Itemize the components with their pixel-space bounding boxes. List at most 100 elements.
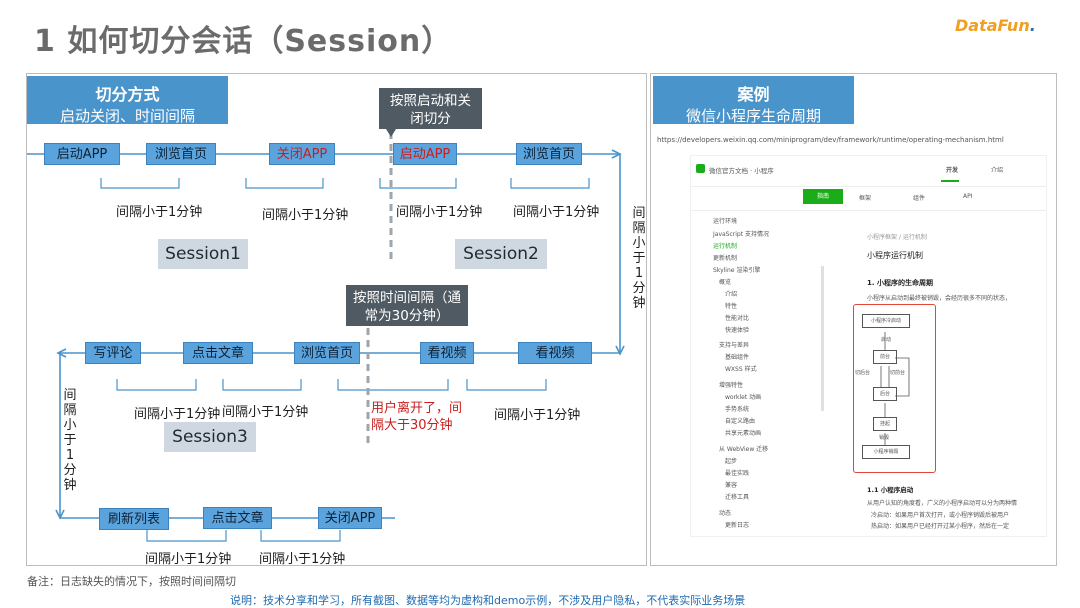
doc-section-heading: 1.1 小程序启动 [867, 486, 914, 494]
sidebar-scrollbar[interactable] [821, 266, 824, 411]
lifecycle-flow-lines [880, 332, 910, 445]
sidebar-item[interactable]: 基础组件 [725, 354, 750, 361]
lifecycle-figure [853, 304, 936, 473]
interval-label: 间隔小于1分钟 [494, 408, 581, 423]
site-name: 微信官方文档 · 小程序 [709, 167, 774, 175]
interval-label-vertical-left: 间隔小于1分钟 [63, 388, 77, 493]
flow-label-to-background: 切后台 [855, 370, 871, 376]
flow-node-launch-app: 启动APP [44, 143, 120, 165]
sidebar-item[interactable]: 从 WebView 迁移 [719, 446, 769, 453]
interval-label: 间隔小于1分钟 [116, 205, 203, 220]
session-2-label: Session2 [455, 239, 547, 269]
tab-framework[interactable]: 框架 [859, 195, 872, 202]
sidebar-item[interactable]: 共享元素动画 [725, 430, 762, 437]
flow-node-click-article: 点击文章 [183, 342, 253, 364]
tab-components[interactable]: 组件 [913, 195, 926, 202]
session-1-label: Session1 [158, 239, 248, 269]
flow-node-write-comment: 写评论 [85, 342, 141, 364]
sidebar-item[interactable]: WXSS 样式 [725, 366, 757, 373]
interval-label: 间隔小于1分钟 [222, 405, 309, 420]
flow-box-cold-start: 小程序冷启动 [862, 314, 910, 328]
tabs-divider [691, 210, 1046, 211]
flow-box-background: 后台 [873, 387, 897, 401]
right-header: 案例 微信小程序生命周期 [653, 76, 854, 125]
flow-node-browse-home: 浏览首页 [146, 143, 216, 165]
interval-label: 间隔小于1分钟 [259, 552, 346, 567]
session-3-label: Session3 [164, 422, 256, 452]
flow-node-close-app: 关闭APP [318, 507, 382, 529]
flow-label-destroy: 销毁 [879, 435, 890, 441]
nav-intro[interactable]: 介绍 [991, 167, 1004, 174]
sidebar-item[interactable]: Skyline 渲染引擎 [713, 267, 761, 274]
interval-label: 间隔小于1分钟 [396, 205, 483, 220]
user-left-label: 用户离开了，间隔大于30分钟 [371, 401, 463, 433]
sidebar-item[interactable]: 更新机制 [713, 255, 738, 262]
callout-start-stop-split: 按照启动和关闭切分 [379, 88, 482, 129]
flow-node-close-app: 关闭APP [269, 143, 335, 165]
sidebar-item[interactable]: 支持与差异 [719, 342, 750, 349]
sidebar-item[interactable]: 特性 [725, 303, 738, 310]
flow-node-launch-app: 启动APP [393, 143, 457, 165]
sidebar-item[interactable]: 迁移工具 [725, 494, 750, 501]
page-title: 1 如何切分会话（Session） [34, 24, 453, 59]
right-header-subtitle: 微信小程序生命周期 [685, 107, 821, 125]
flow-box-foreground: 前台 [873, 350, 897, 364]
sidebar-item[interactable]: worklet 动画 [725, 394, 762, 401]
footnote: 备注：日志缺失的情况下，按照时间间隔切 [27, 575, 236, 588]
sidebar-item[interactable]: 兼容 [725, 482, 738, 489]
doc-heading: 小程序运行机制 [867, 251, 923, 260]
nav-underline [941, 180, 959, 182]
left-header-subtitle: 启动关闭、时间间隔 [59, 107, 195, 125]
top-divider [691, 186, 1046, 187]
flow-node-watch-video: 看视频 [518, 342, 592, 364]
doc-section-desc: 从用户认知的角度看，广义的小程序启动可以分为两种情 [867, 500, 1018, 507]
doc-subheading: 1. 小程序的生命周期 [867, 279, 933, 287]
flow-box-suspend: 挂起 [873, 417, 897, 431]
sidebar-item-active[interactable]: 运行机制 [713, 243, 738, 250]
breadcrumb: 小程序框架 / 运行机制 [867, 234, 927, 241]
sidebar-item[interactable]: 起步 [725, 458, 738, 465]
flow-box-destroyed: 小程序销毁 [862, 445, 910, 459]
doc-description: 小程序从启动到最终被销毁，会经历很多不同的状态， [867, 295, 1012, 302]
disclaimer: 说明：技术分享和学习，所有截图、数据等均为虚构和demo示例，不涉及用户隐私，不… [230, 594, 746, 607]
logo-dot: . [1029, 16, 1036, 35]
interval-label-vertical-right: 间隔小于1分钟 [632, 206, 646, 311]
flow-node-browse-home: 浏览首页 [294, 342, 360, 364]
sidebar-item[interactable]: 性能对比 [725, 315, 750, 322]
sidebar-item[interactable]: 快速体验 [725, 327, 750, 334]
interval-label: 间隔小于1分钟 [513, 205, 600, 220]
interval-label: 间隔小于1分钟 [134, 407, 221, 422]
embedded-doc-screenshot: 微信官方文档 · 小程序 开发 介绍 指南 框架 组件 API 运行环境 Jav… [690, 155, 1047, 537]
wechat-logo-icon [696, 164, 705, 173]
sidebar-item[interactable]: 手势系统 [725, 406, 750, 413]
flow-node-watch-video: 看视频 [420, 342, 474, 364]
sidebar-item[interactable]: 增强特性 [719, 382, 744, 389]
flow-node-browse-home: 浏览首页 [516, 143, 582, 165]
left-header: 切分方式 启动关闭、时间间隔 [27, 76, 228, 125]
tab-api[interactable]: API [963, 193, 973, 200]
sidebar-item[interactable]: 动态 [719, 510, 732, 517]
flow-label-to-foreground: 切前台 [890, 370, 906, 376]
sidebar-item[interactable]: 更新日志 [725, 522, 750, 529]
doc-bullet: 热启动：如果用户已经打开过某小程序，然后在一定 [871, 523, 1010, 530]
interval-label: 间隔小于1分钟 [262, 208, 349, 223]
sidebar-item[interactable]: 最佳实践 [725, 470, 750, 477]
left-header-title: 切分方式 [95, 85, 160, 104]
nav-dev[interactable]: 开发 [946, 167, 959, 174]
right-header-title: 案例 [737, 85, 770, 104]
doc-bullet: 冷启动：如果用户首次打开，或小程序销毁后被用户 [871, 512, 1010, 519]
sidebar-item[interactable]: 自定义路由 [725, 418, 756, 425]
sidebar-item[interactable]: 概览 [719, 279, 732, 286]
logo-text: DataFun [955, 16, 1030, 35]
tab-guide[interactable]: 指南 [803, 189, 843, 204]
callout-time-interval-split: 按照时间间隔（通常为30分钟） [346, 285, 468, 326]
doc-url: https://developers.weixin.qq.com/minipro… [657, 136, 1004, 144]
sidebar-item[interactable]: 运行环境 [713, 218, 738, 225]
interval-label: 间隔小于1分钟 [145, 552, 232, 567]
flow-node-refresh-list: 刷新列表 [99, 508, 169, 530]
datafun-logo: DataFun. [955, 16, 1036, 35]
sidebar-item[interactable]: 介绍 [725, 291, 738, 298]
sidebar-item[interactable]: JavaScript 支持情况 [713, 231, 769, 238]
flow-label-start: 启动 [881, 337, 892, 343]
flow-node-click-article: 点击文章 [203, 507, 272, 529]
